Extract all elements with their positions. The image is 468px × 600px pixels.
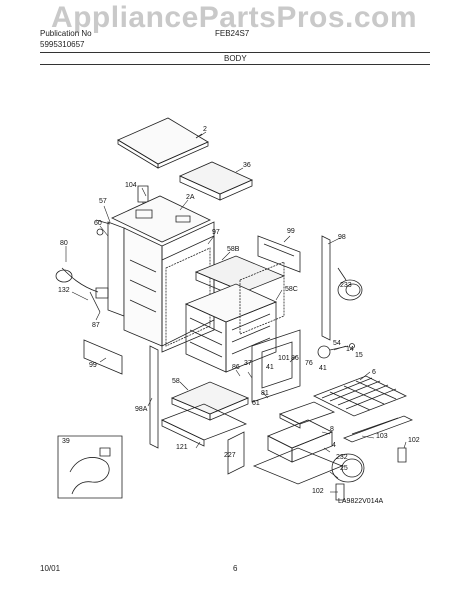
callout-227: 227	[224, 452, 236, 459]
part-bottom-panel	[162, 404, 246, 446]
callout-104: 104	[125, 182, 137, 189]
callout-36: 36	[243, 162, 251, 169]
callout-86-right: 86	[291, 355, 299, 362]
callout-87: 87	[92, 322, 100, 329]
callout-99-lower: 99	[89, 362, 97, 369]
callout-102-upper: 102	[408, 437, 420, 444]
section-title: BODY	[224, 54, 247, 63]
callout-60: 60	[94, 220, 102, 227]
callout-58b: 58B	[227, 246, 240, 253]
callout-61: 61	[252, 400, 260, 407]
callout-121: 121	[176, 444, 188, 451]
callout-15: 15	[355, 352, 363, 359]
part-sensor-assembly	[318, 344, 355, 359]
part-vertical-trim	[322, 236, 330, 340]
callout-2a: 2A	[186, 194, 195, 201]
callout-81: 81	[261, 390, 269, 397]
callout-57: 57	[99, 198, 107, 205]
callout-98a: 98A	[135, 406, 148, 413]
callout-76: 76	[305, 360, 313, 367]
part-broiler-pan	[280, 402, 334, 428]
part-clip-102a	[398, 448, 406, 462]
part-drawer	[268, 420, 332, 462]
part-power-cord-inset	[58, 436, 122, 498]
callout-39: 39	[62, 438, 70, 445]
callout-4: 4	[332, 442, 336, 449]
callout-102-lower: 102	[312, 488, 324, 495]
callout-233: 233	[340, 282, 352, 289]
part-inset-232	[332, 454, 364, 482]
header-rule-top	[40, 52, 430, 53]
figure-code: LA9822V014A	[338, 498, 384, 505]
part-insulation-pad	[180, 162, 252, 200]
part-rail	[344, 416, 412, 442]
callout-14: 14	[346, 346, 354, 353]
callout-80: 80	[60, 240, 68, 247]
part-upper-strip	[258, 236, 300, 272]
part-knob-233	[338, 268, 362, 300]
callout-25: 25	[340, 465, 348, 472]
part-cavity-surround	[162, 236, 214, 352]
callout-101: 101	[278, 355, 290, 362]
callout-132: 132	[58, 287, 70, 294]
part-oven-rack	[314, 376, 406, 416]
part-side-insulation	[240, 262, 284, 334]
part-left-side-panel	[96, 220, 124, 316]
model-number: FEB24S7	[215, 29, 250, 38]
callout-58c: 58C	[285, 286, 298, 293]
callout-99-upper: 99	[287, 228, 295, 235]
part-inset-227	[228, 432, 244, 474]
callout-54: 54	[333, 340, 341, 347]
footer-page-number: 6	[233, 564, 238, 573]
header-rule-bottom	[40, 64, 430, 65]
part-vertical-strip	[150, 346, 158, 448]
part-top-panel	[118, 118, 208, 168]
part-lower-strip	[84, 340, 122, 374]
publication-number: 5995310657	[40, 40, 85, 49]
callout-103: 103	[376, 433, 388, 440]
callout-41-right: 41	[319, 365, 327, 372]
footer-date: 10/01	[40, 564, 61, 573]
callout-232: 232	[336, 454, 348, 461]
callout-86-left: 86	[232, 364, 240, 371]
callout-97: 97	[212, 229, 220, 236]
callout-37: 37	[244, 360, 252, 367]
part-wiring	[56, 268, 108, 312]
part-oven-liner	[186, 284, 276, 372]
callout-8: 8	[330, 426, 334, 433]
watermark-logo: AppliancePartsPros.com	[50, 1, 418, 34]
callout-2: 2	[203, 126, 207, 133]
part-front-frame	[252, 330, 300, 402]
callout-6: 6	[372, 369, 376, 376]
leader-lines	[66, 132, 406, 492]
part-drawer-liner	[254, 448, 342, 484]
part-bottom-insulation	[172, 382, 248, 420]
callout-98: 98	[338, 234, 346, 241]
callout-58: 58	[172, 378, 180, 385]
callout-41-upper: 41	[266, 364, 274, 371]
part-top-wrapper	[112, 196, 210, 242]
part-body-frame	[97, 222, 214, 346]
publication-label: Publication No	[40, 29, 92, 38]
